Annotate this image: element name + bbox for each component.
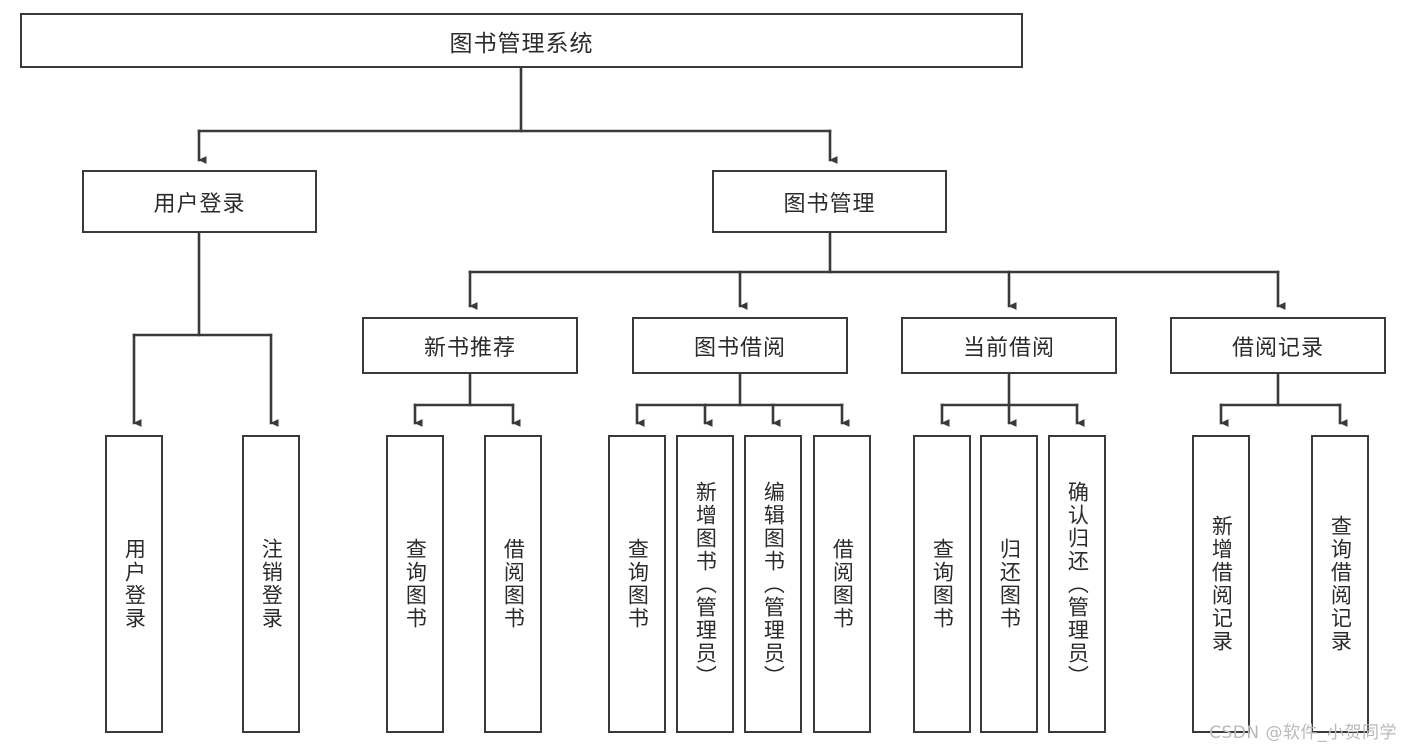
node-label: 图书管理系统 [449, 30, 594, 57]
node-label: 编辑图书（管理员） [761, 480, 786, 688]
leaf-recommend-query-book[interactable]: 查询图书 [386, 435, 444, 733]
node-book-management[interactable]: 图书管理 [712, 170, 947, 233]
node-label: 新增图书（管理员） [693, 480, 718, 688]
leaf-borrow-edit-book-admin[interactable]: 编辑图书（管理员） [744, 435, 802, 733]
csdn-watermark: CSDN @软件_小贺同学 [1209, 723, 1397, 743]
node-label: 借阅图书 [830, 538, 855, 630]
node-label: 用户登录 [153, 191, 246, 217]
node-label: 确认归还（管理员） [1065, 480, 1090, 688]
node-label: 查询图书 [930, 538, 955, 630]
leaf-current-query-book[interactable]: 查询图书 [913, 435, 971, 733]
leaf-records-add-record[interactable]: 新增借阅记录 [1192, 435, 1250, 733]
node-current-borrow[interactable]: 当前借阅 [901, 317, 1117, 374]
node-label: 注销登录 [259, 538, 284, 630]
node-label: 查询借阅记录 [1328, 515, 1353, 653]
node-label: 当前借阅 [962, 335, 1055, 361]
node-label: 新书推荐 [423, 335, 516, 361]
leaf-borrow-borrow-book[interactable]: 借阅图书 [813, 435, 871, 733]
node-root-system[interactable]: 图书管理系统 [20, 13, 1023, 68]
node-label: 查询图书 [403, 538, 428, 630]
node-new-book-recommend[interactable]: 新书推荐 [362, 317, 578, 374]
node-label: 借阅图书 [501, 538, 526, 630]
leaf-borrow-query-book[interactable]: 查询图书 [608, 435, 666, 733]
node-label: 图书借阅 [693, 335, 786, 361]
leaf-records-query-record[interactable]: 查询借阅记录 [1311, 435, 1369, 733]
node-user-login[interactable]: 用户登录 [82, 170, 317, 233]
leaf-recommend-borrow-book[interactable]: 借阅图书 [484, 435, 542, 733]
leaf-user-login-signin[interactable]: 用户登录 [105, 435, 163, 733]
leaf-user-login-signout[interactable]: 注销登录 [242, 435, 300, 733]
leaf-current-return-book[interactable]: 归还图书 [980, 435, 1038, 733]
node-label: 查询图书 [625, 538, 650, 630]
leaf-current-confirm-return-admin[interactable]: 确认归还（管理员） [1048, 435, 1106, 733]
node-book-borrow[interactable]: 图书借阅 [632, 317, 848, 374]
node-borrow-records[interactable]: 借阅记录 [1170, 317, 1386, 374]
node-label: 新增借阅记录 [1209, 515, 1234, 653]
node-label: 归还图书 [997, 538, 1022, 630]
node-label: 用户登录 [122, 538, 147, 630]
node-label: 图书管理 [783, 191, 876, 217]
node-label: 借阅记录 [1231, 335, 1324, 361]
leaf-borrow-add-book-admin[interactable]: 新增图书（管理员） [676, 435, 734, 733]
